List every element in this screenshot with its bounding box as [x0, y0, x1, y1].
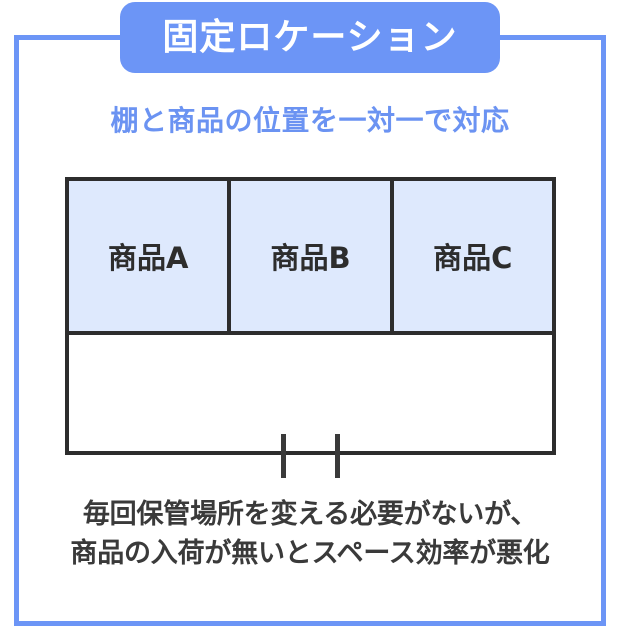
shelf-cell-a-label: 商品A — [107, 241, 189, 275]
shelf-diagram: 商品A 商品B 商品C — [65, 177, 556, 478]
shelf-cell-c-label: 商品C — [433, 241, 513, 275]
shelf-cell-b-label: 商品B — [270, 241, 351, 275]
shelf-leg-left-icon — [281, 434, 286, 478]
shelf-leg-right-icon — [335, 434, 340, 478]
caption-text: 毎回保管場所を変える必要がないが、 商品の入荷が無いとスペース効率が悪化 — [14, 495, 606, 573]
subtitle-text: 棚と商品の位置を一対一で対応 — [110, 104, 510, 137]
shelf-top-row: 商品A 商品B 商品C — [65, 177, 556, 335]
shelf-cell-b: 商品B — [231, 181, 394, 331]
shelf-cell-c: 商品C — [393, 181, 552, 331]
shelf-bottom-row-empty — [65, 331, 556, 455]
title-badge-label: 固定ロケーション — [162, 16, 458, 58]
title-badge: 固定ロケーション — [120, 2, 500, 73]
caption-line-2: 商品の入荷が無いとスペース効率が悪化 — [70, 538, 550, 570]
caption-line-1: 毎回保管場所を変える必要がないが、 — [82, 499, 538, 530]
shelf-cell-a: 商品A — [69, 181, 232, 331]
